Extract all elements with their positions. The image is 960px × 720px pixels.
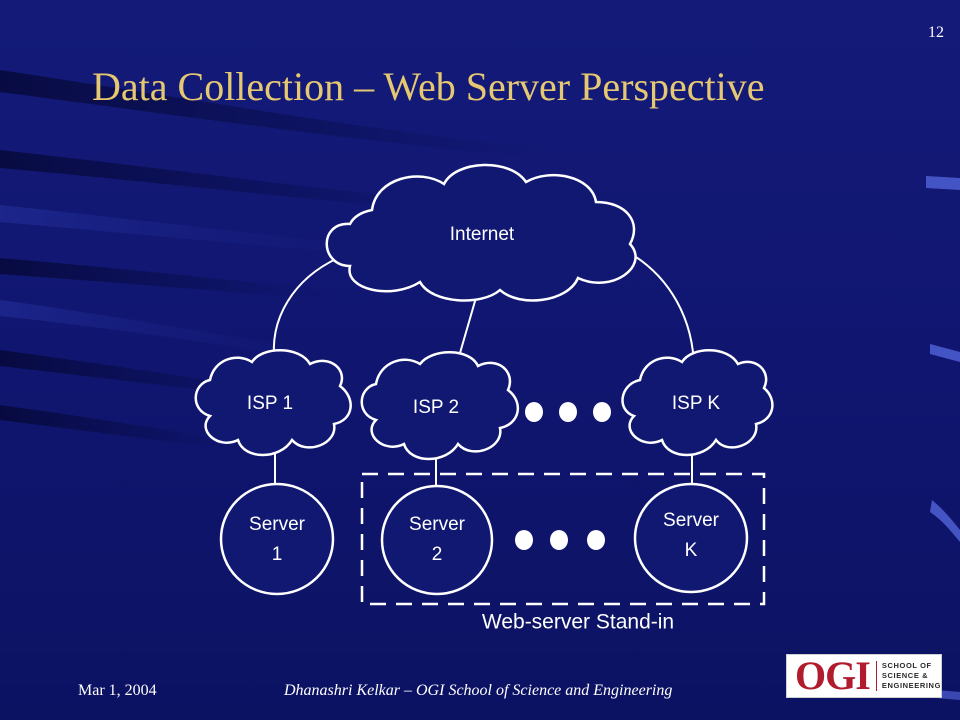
- server-ellipsis: [515, 530, 605, 550]
- isp2-cloud-icon: [360, 351, 520, 461]
- logo-wordmark: SCHOOL OF SCIENCE & ENGINEERING: [882, 661, 941, 691]
- logo-line-2: SCIENCE &: [881, 671, 929, 680]
- ogi-logo: OGI SCHOOL OF SCIENCE & ENGINEERING: [786, 654, 942, 698]
- isp-ellipsis: [525, 402, 611, 422]
- server-1-label-line2: 1: [272, 544, 283, 565]
- logo-mark: OGI: [795, 653, 871, 698]
- server-2-label-line1: Server: [409, 514, 466, 535]
- internet-cloud-icon: [325, 163, 637, 302]
- logo-line-3: ENGINEERING: [881, 681, 941, 690]
- isp1-cloud-icon: [194, 349, 352, 457]
- slide-title: Data Collection – Web Server Perspective: [92, 64, 765, 109]
- server-k-label-line1: Server: [663, 510, 720, 531]
- server-k-label-line2: K: [685, 540, 698, 561]
- ispk-cloud-icon: [621, 349, 774, 457]
- standin-caption: Web-server Stand-in: [482, 611, 674, 634]
- slide-number: 12: [928, 24, 944, 41]
- isp-k-label: ISP K: [672, 393, 721, 414]
- server-2-label-line2: 2: [432, 544, 443, 565]
- logo-divider: [875, 661, 877, 691]
- footer-author: Dhanashri Kelkar – OGI School of Science…: [284, 682, 673, 699]
- server-2-node: [380, 484, 494, 596]
- logo-line-1: SCHOOL OF: [881, 661, 932, 670]
- server-1-label-line1: Server: [249, 514, 306, 535]
- link-internet-ispk: [627, 251, 695, 371]
- link-internet-isp1: [272, 257, 339, 365]
- web-server-standin-box: [360, 472, 766, 606]
- isp-1-label: ISP 1: [247, 393, 293, 414]
- server-k-node: [633, 482, 749, 594]
- footer-date: Mar 1, 2004: [78, 682, 157, 699]
- isp-2-label: ISP 2: [413, 397, 459, 418]
- internet-label: Internet: [450, 224, 515, 245]
- server-1-node: [219, 482, 335, 596]
